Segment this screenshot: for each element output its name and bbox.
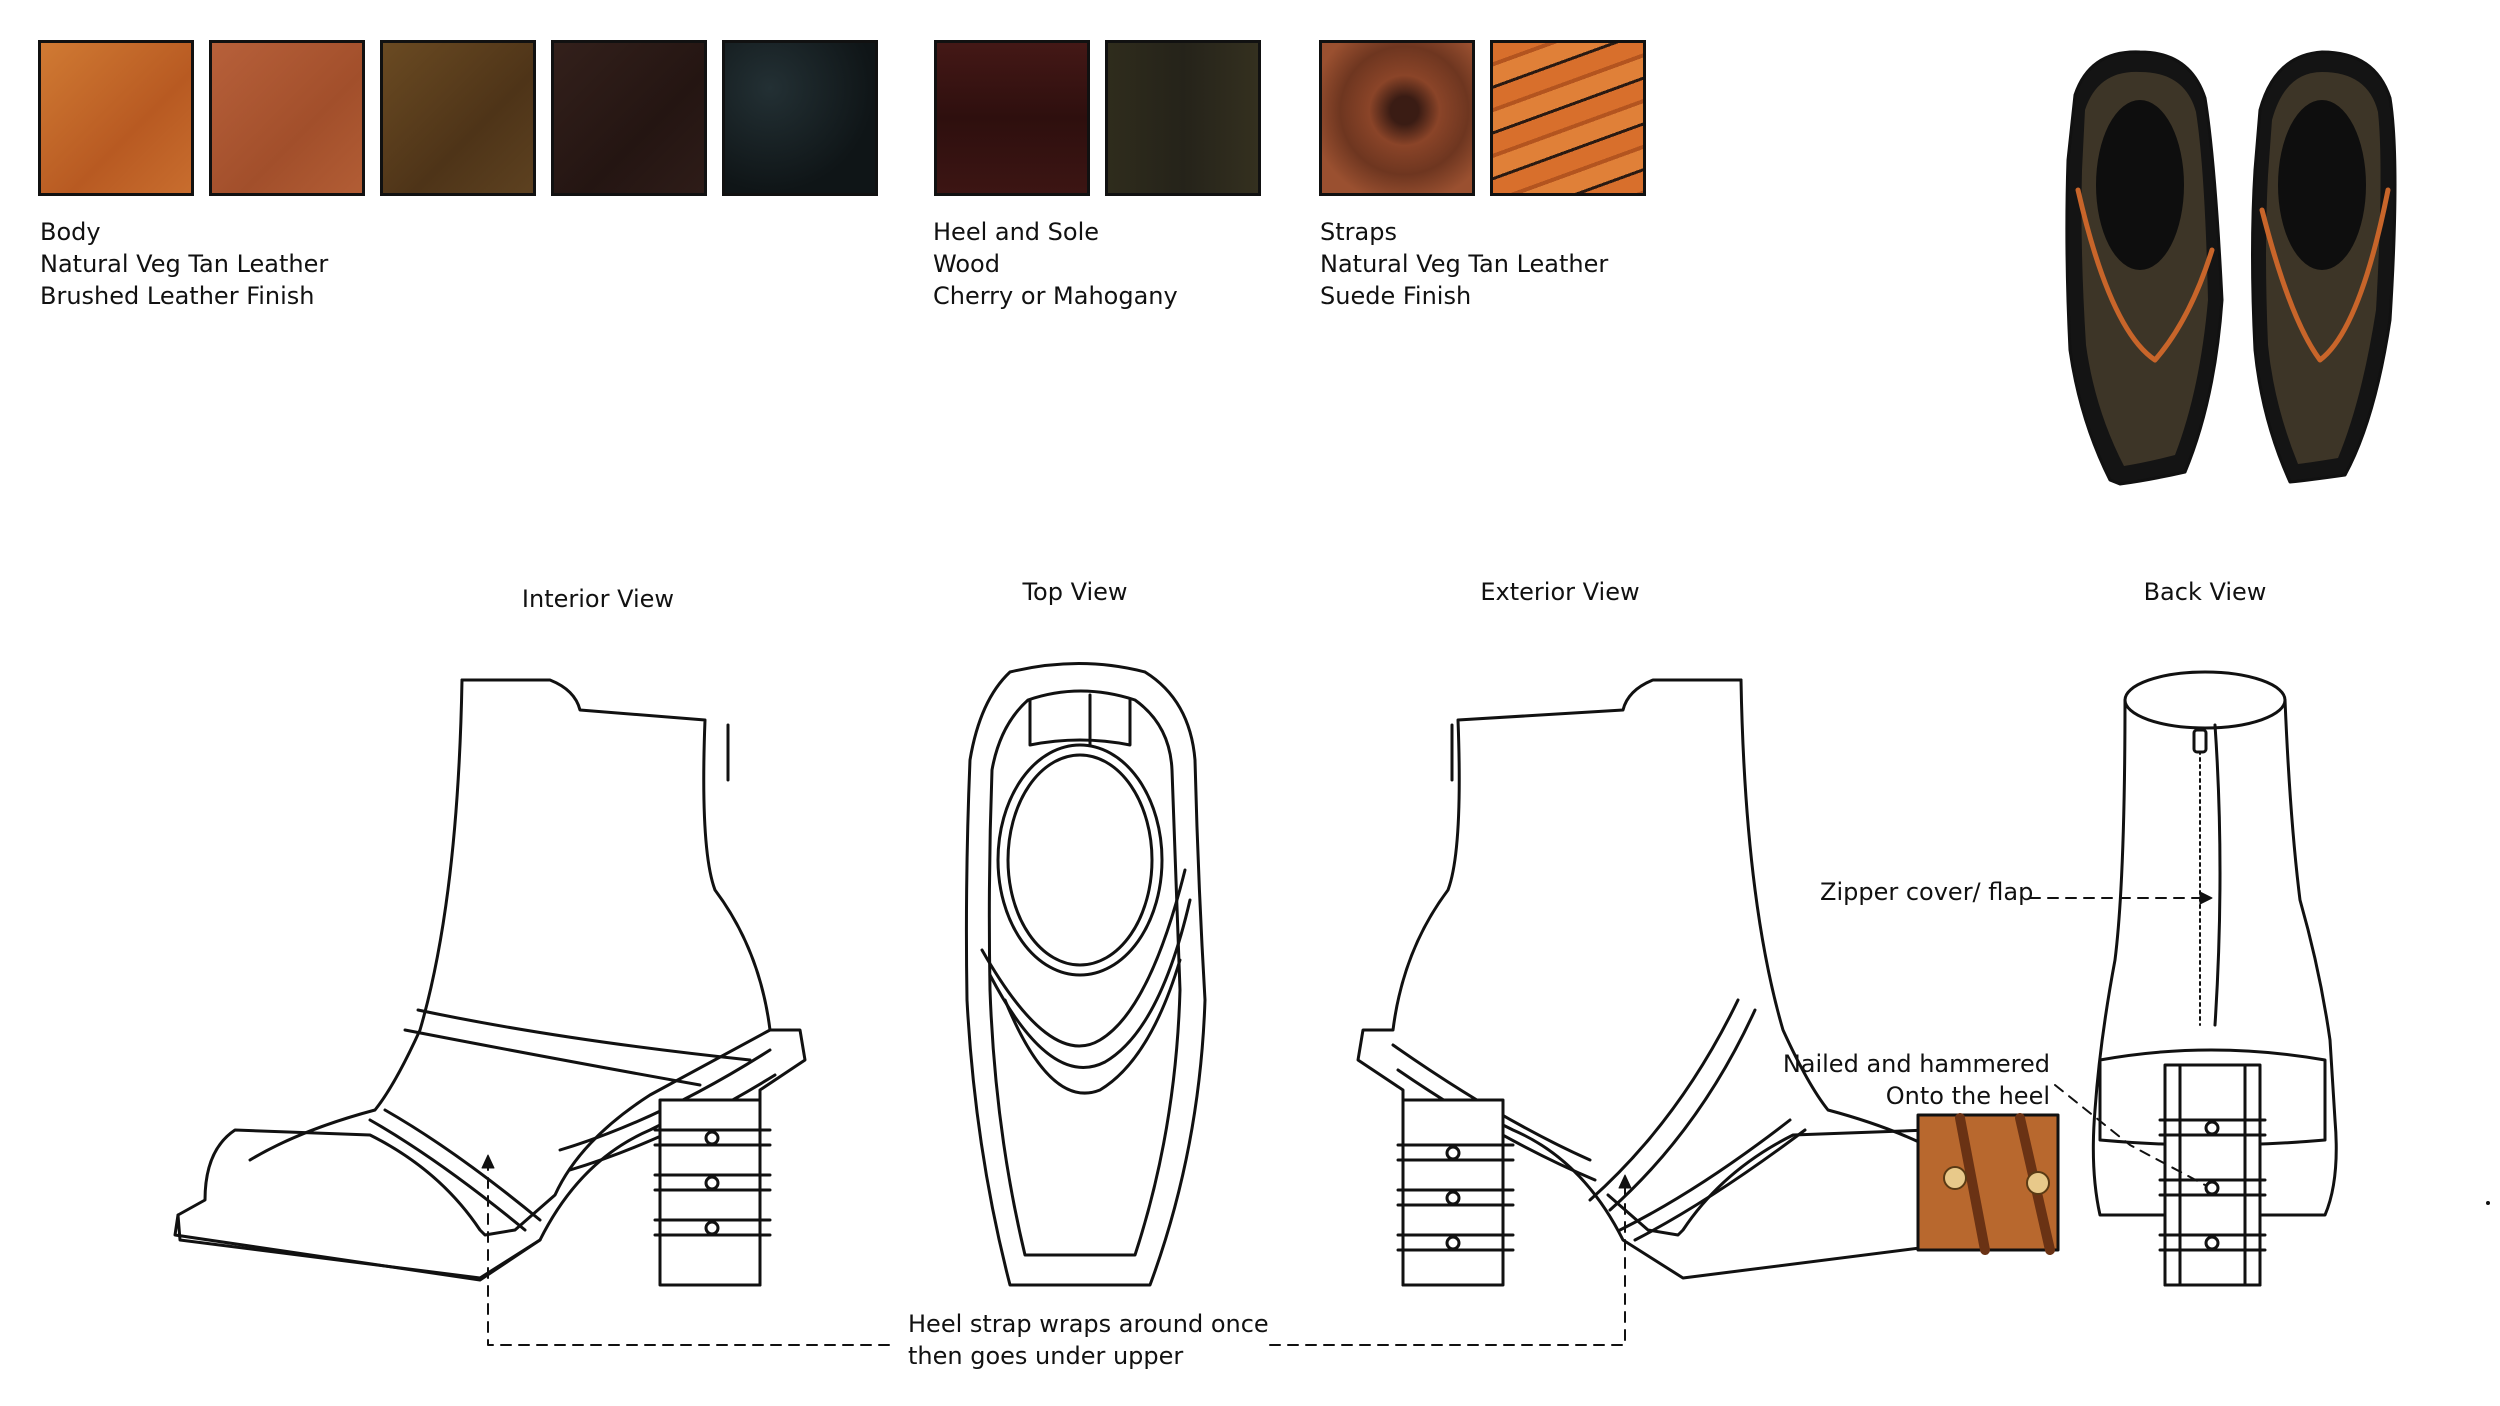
top-view-drawing	[964, 662, 1207, 1287]
interior-shaft	[176, 678, 807, 1287]
heel-strap-arrow-left	[481, 1154, 495, 1169]
heel-material-text: Heel and Sole Wood Cherry or Mahogany	[933, 216, 1178, 312]
strap-material-type: Natural Veg Tan Leather	[1320, 250, 1609, 278]
leader-lines	[487, 897, 2211, 1346]
heel-swatch-dark-wood	[1105, 40, 1261, 196]
heel-material-type: Wood	[933, 250, 1000, 278]
interior-rivet-2	[704, 1175, 720, 1191]
top-view-strap-2	[988, 898, 1192, 1069]
strap-swatch-coiled	[1319, 40, 1475, 196]
nailed-annotation: Nailed and hammered Onto the heel	[1780, 1048, 2050, 1112]
rendered-right-opening	[2278, 100, 2366, 270]
interior-rivet-1	[704, 1130, 720, 1146]
top-view-opening-outer	[996, 743, 1164, 977]
nailed-leader	[2054, 1084, 2206, 1186]
interior-upper-outline	[248, 678, 464, 1162]
interior-heel-block	[658, 1098, 762, 1287]
exterior-rivet-3	[1445, 1235, 1461, 1251]
rendered-right-strap	[2259, 187, 2391, 363]
heel-strap-arrow-right	[1618, 1174, 1632, 1189]
nailed-annotation-line2: Onto the heel	[1885, 1082, 2050, 1110]
strap-material-finish: Suede Finish	[1320, 282, 1472, 310]
interior-collar-line-2	[403, 1028, 702, 1087]
exterior-strap-diagonal-2	[1608, 1008, 1757, 1212]
interior-rivet-3	[704, 1220, 720, 1236]
heel-material-title: Heel and Sole	[933, 218, 1100, 246]
back-view-zipper-pull	[2192, 728, 2208, 754]
nailed-heel-photo	[1916, 1113, 2060, 1255]
body-swatch-olive-brown	[380, 40, 536, 196]
heel-swatch-mahogany	[934, 40, 1090, 196]
heel-strap-leader-left	[487, 1159, 896, 1346]
exterior-heel-block	[1401, 1098, 1505, 1287]
top-view-strap-1	[980, 868, 1187, 1048]
exterior-view-drawing	[1356, 678, 1987, 1287]
exterior-rivet-1	[1445, 1145, 1461, 1161]
body-material-type: Natural Veg Tan Leather	[40, 250, 329, 278]
heel-strap-annotation: Heel strap wraps around once then goes u…	[908, 1308, 1269, 1372]
back-view-collar	[2123, 670, 2287, 730]
exterior-shaft	[1356, 678, 1987, 1287]
back-view-rivet-3	[2204, 1235, 2220, 1251]
rendered-left-strap	[2075, 187, 2215, 363]
exterior-strap-front-2	[1633, 1128, 1807, 1242]
nailed-annotation-line1: Nailed and hammered	[1782, 1050, 2050, 1078]
back-view-rivet-2	[2204, 1180, 2220, 1196]
interior-strap-front	[368, 1118, 527, 1232]
exterior-upper-outline	[1739, 678, 1955, 1162]
strap-swatch-laces	[1490, 40, 1646, 196]
strap-material-text: Straps Natural Veg Tan Leather Suede Fin…	[1320, 216, 1608, 312]
body-swatch-tan	[38, 40, 194, 196]
rendered-left-opening	[2096, 100, 2184, 270]
interior-strap-front-2	[383, 1108, 542, 1222]
top-view-opening-inner	[1006, 753, 1154, 967]
stray-dot	[2486, 1201, 2490, 1205]
interior-view-drawing	[173, 678, 807, 1287]
interior-view-label: Interior View	[521, 585, 675, 613]
body-swatch-dark-brown	[551, 40, 707, 196]
exterior-strap-front	[1618, 1118, 1792, 1232]
back-view-drawing	[2091, 670, 2338, 1287]
body-material-finish: Brushed Leather Finish	[40, 282, 315, 310]
top-view-inner-sole	[987, 689, 1182, 1257]
heel-material-finish: Cherry or Mahogany	[933, 282, 1178, 310]
interior-collar-line	[416, 1008, 752, 1062]
top-view-label: Top View	[1022, 578, 1128, 606]
exterior-rivet-2	[1445, 1190, 1461, 1206]
back-view-rivet-1	[2204, 1120, 2220, 1136]
body-material-title: Body	[40, 218, 101, 246]
strap-material-title: Straps	[1320, 218, 1397, 246]
heel-strap-leader-right	[1269, 1179, 1626, 1346]
zipper-leader-arrow	[2199, 891, 2213, 905]
interior-sole	[173, 1213, 542, 1282]
back-view-label: Back View	[2143, 578, 2267, 606]
rendered-top-view-pair	[2065, 50, 2397, 486]
exterior-strap-diagonal	[1588, 998, 1740, 1202]
top-view-collar	[1028, 698, 1132, 747]
exterior-view-label: Exterior View	[1480, 578, 1640, 606]
body-material-text: Body Natural Veg Tan Leather Brushed Lea…	[40, 216, 328, 312]
body-swatch-cognac	[209, 40, 365, 196]
heel-strap-annotation-line1: Heel strap wraps around once	[908, 1310, 1269, 1338]
top-view-vamp	[1003, 958, 1182, 1095]
heel-strap-annotation-line2: then goes under upper	[908, 1342, 1184, 1370]
zipper-annotation: Zipper cover/ flap	[1820, 878, 2034, 906]
body-swatch-black-textured	[722, 40, 878, 196]
back-view-zipper-flap	[2213, 723, 2222, 1027]
